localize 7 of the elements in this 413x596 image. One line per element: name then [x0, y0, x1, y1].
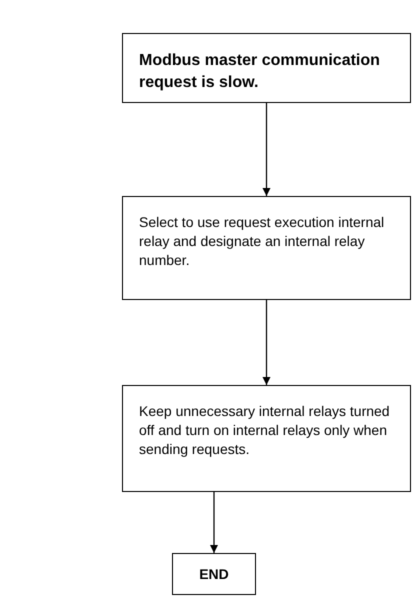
- terminal-box: END: [172, 553, 256, 595]
- arrow: [210, 492, 218, 553]
- process-box: Select to use request execution internal relay and designate an internal relay number.: [122, 196, 411, 300]
- arrow: [262, 103, 270, 196]
- process-box: Keep unnecessary internal relays turned off and turn on internal relays only when sending requests.: [122, 385, 411, 492]
- process-box: Modbus master communication request is slow.: [122, 33, 411, 103]
- arrow: [262, 300, 270, 385]
